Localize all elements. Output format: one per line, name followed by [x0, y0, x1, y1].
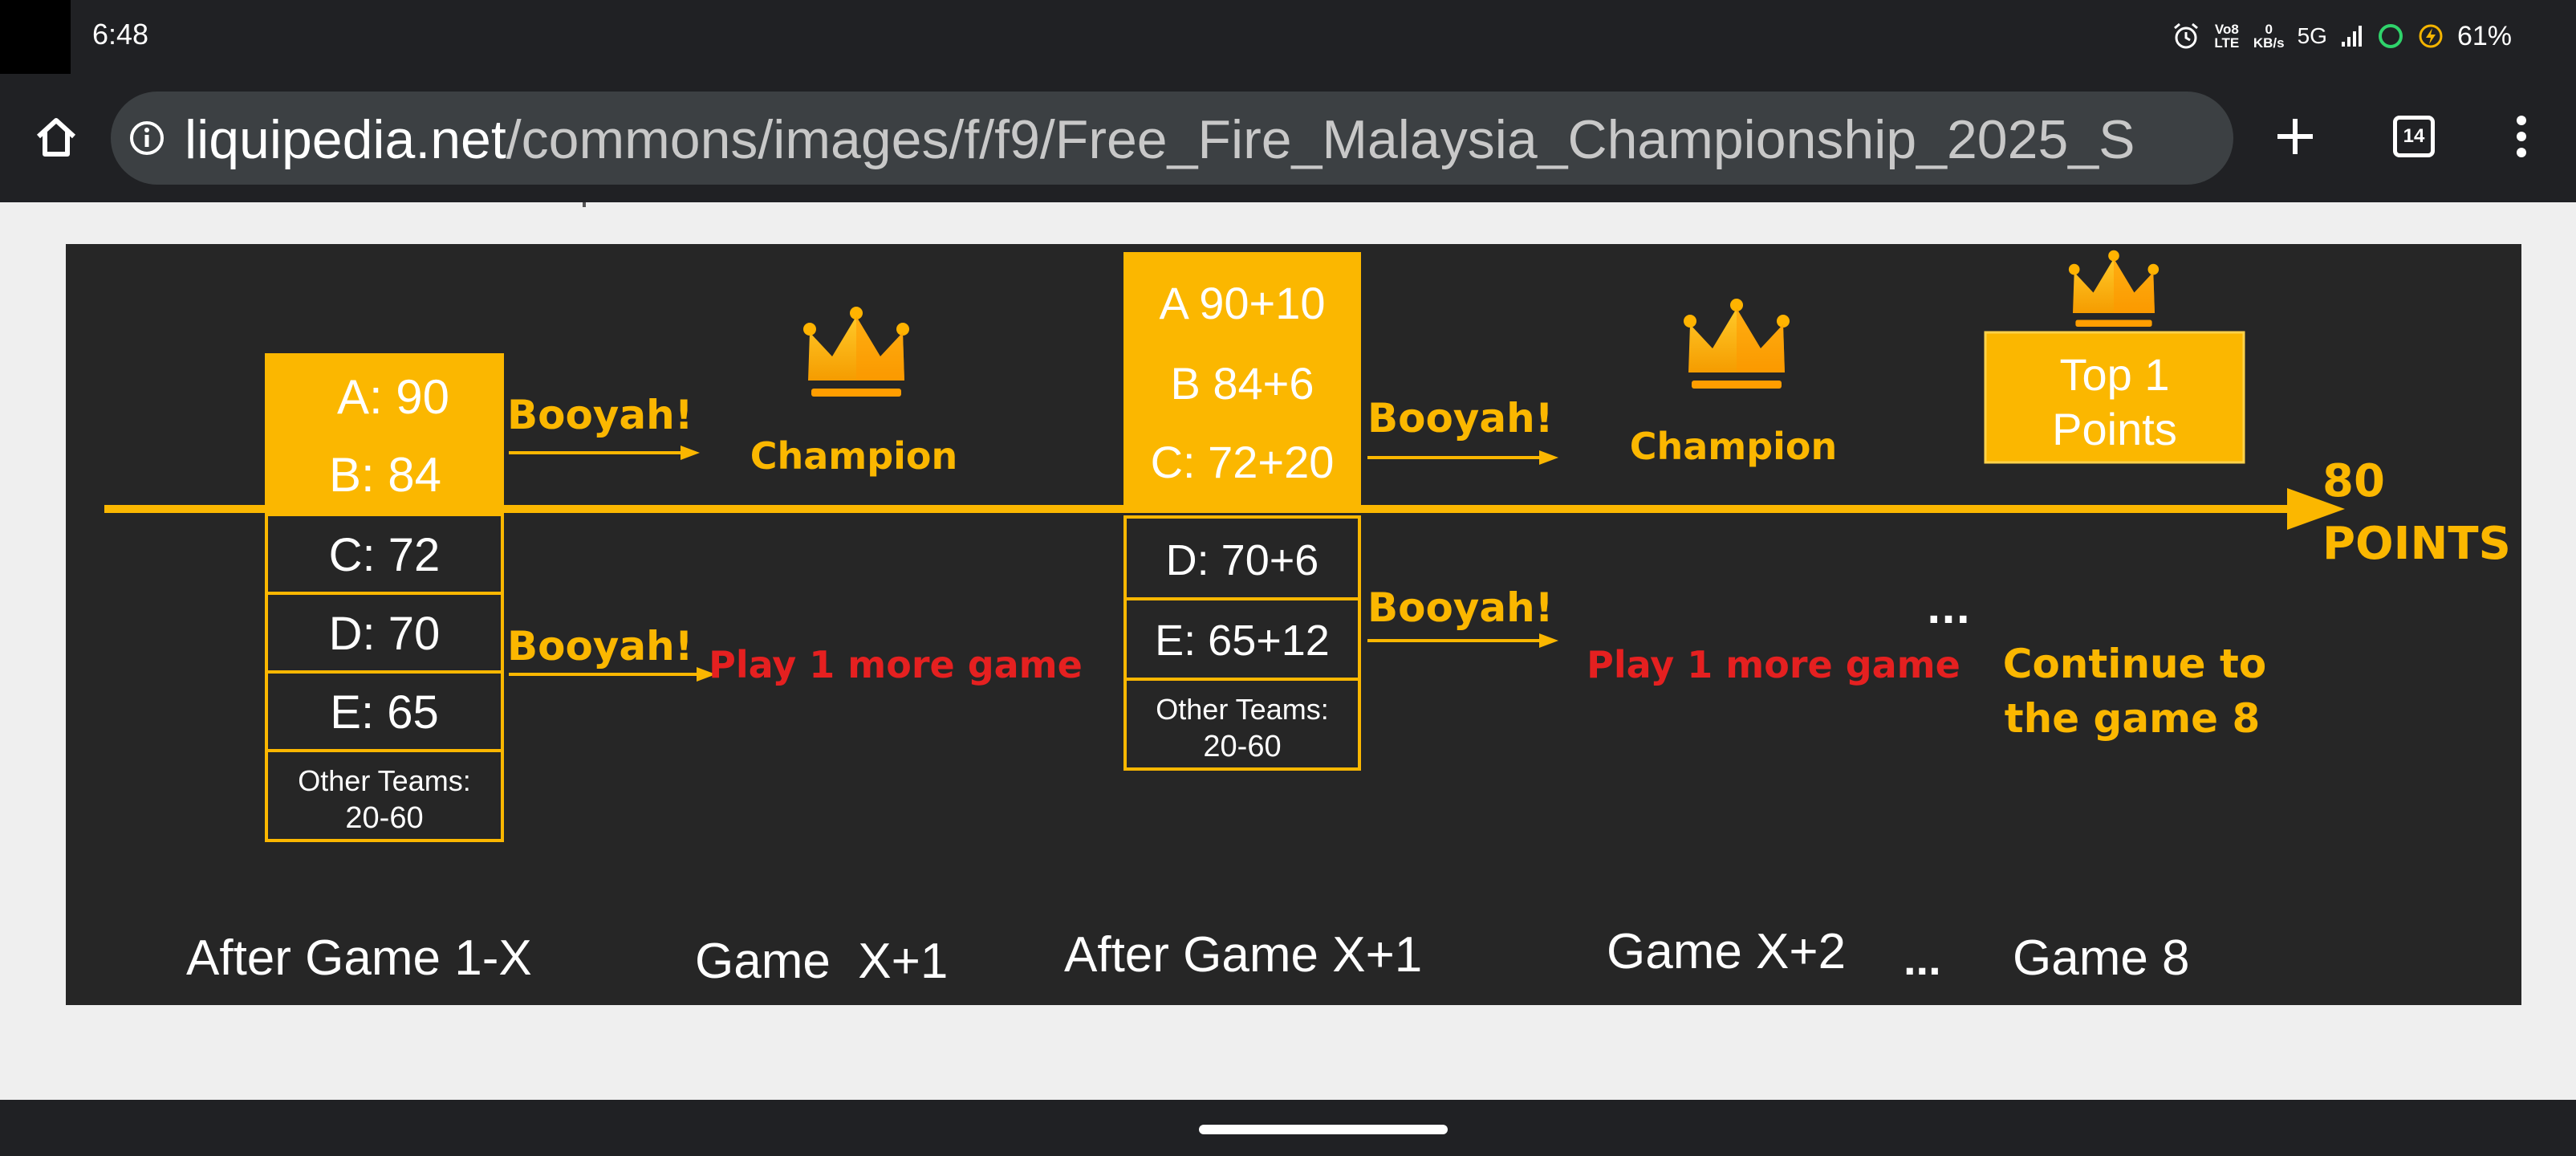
stage1-row-d: D: 70: [329, 608, 441, 660]
caption-game-x-plus-2: Game X+2: [1607, 924, 1846, 979]
caption-ellipsis: ...: [1904, 934, 1941, 984]
stage2-row-e: E: 65+12: [1155, 617, 1330, 665]
booyah-arrow-2: [509, 673, 701, 676]
stage2-row-b: B 84+6: [1170, 358, 1314, 409]
champion-label-2: Champion: [1630, 425, 1838, 468]
stage1-table: A: 90 B: 84 C: 72 D: 70 E: 65 Other Team…: [265, 353, 504, 842]
booyah-label-4: Booyah!: [1367, 584, 1554, 631]
new-tab-button[interactable]: [2263, 104, 2327, 169]
continue-line2: the game 8: [2005, 695, 2261, 742]
stage1-box-other: [265, 749, 504, 842]
champion-label-1: Champion: [750, 434, 958, 478]
info-icon[interactable]: [128, 120, 165, 157]
stage2-other-range: 20-60: [1203, 730, 1281, 763]
championship-format-image: A: 90 B: 84 C: 72 D: 70 E: 65 Other Team…: [66, 244, 2521, 1005]
booyah-arrow-4: [1367, 639, 1544, 642]
stage1-other-label: Other Teams:: [298, 764, 470, 797]
stage2-highlight-box: [1123, 252, 1361, 511]
net-speed-unit: KB/s: [2253, 35, 2285, 51]
net-speed: 0 KB/s: [2253, 22, 2285, 50]
url-domain: liquipedia.net: [185, 109, 506, 170]
booyah-arrow-1: [509, 451, 685, 454]
stage-captions: After Game 1-X Game X+1 After Game X+1 G…: [186, 924, 2190, 989]
stage2-row-c: C: 72+20: [1151, 437, 1335, 487]
network-type: 5G: [2297, 23, 2327, 48]
booyah-arrowhead-1: [681, 446, 700, 460]
top1-points-box: [1984, 331, 2245, 464]
tab-switcher-icon: 14: [2393, 116, 2435, 157]
address-bar[interactable]: liquipedia.net/commons/images/f/f9/Free_…: [111, 92, 2233, 185]
signal-icon: [2341, 26, 2362, 47]
stage2-table: A 90+10 B 84+6 C: 72+20 D: 70+6 E: 65+12…: [1123, 252, 1361, 771]
status-time: 6:48: [92, 18, 149, 51]
top1-line1: Top 1: [2060, 349, 2170, 400]
booyah-arrowhead-3: [1539, 450, 1558, 465]
booyah-arrowhead-4: [1539, 633, 1558, 648]
status-bar: 6:48 Vo8 LTE 0 KB/s 5G 61%: [0, 0, 2576, 74]
continue-line1: Continue to: [2003, 641, 2266, 687]
stage1-row-c: C: 72: [329, 529, 441, 581]
page-text-fragment: [583, 202, 586, 207]
caption-after-game-x-plus-1: After Game X+1: [1064, 927, 1422, 983]
home-button[interactable]: [24, 104, 88, 169]
url-path: /commons/images/f/f9/Free_Fire_Malaysia_…: [506, 109, 2135, 170]
stage1-other-range: 20-60: [345, 801, 423, 835]
ellipsis-mid: ...: [1927, 588, 1971, 633]
threshold-value: 80: [2322, 455, 2385, 507]
stage1-row-b: B: 84: [329, 448, 441, 502]
page-content: A: 90 B: 84 C: 72 D: 70 E: 65 Other Team…: [0, 202, 2576, 1100]
tab-count: 14: [2403, 125, 2425, 147]
stage2-row-d: D: 70+6: [1166, 536, 1319, 584]
booyah-arrowhead-2: [697, 667, 716, 682]
camera-cutout: [0, 0, 71, 74]
caption-after-game-1-x: After Game 1-X: [186, 930, 532, 986]
alarm-icon: [2173, 22, 2198, 49]
caption-game-x-plus-1: Game X+1: [695, 934, 948, 989]
stage1-row-a: A: 90: [337, 370, 449, 424]
booyah-arrow-3: [1367, 456, 1544, 459]
play-more-label-2: Play 1 more game: [1587, 643, 1960, 686]
timeline-arrowhead: [2287, 488, 2345, 530]
plus-icon: [2277, 119, 2313, 154]
threshold-unit: POINTS: [2322, 518, 2511, 570]
more-menu-button[interactable]: [2489, 104, 2554, 169]
volte-label: Vo8 LTE: [2214, 22, 2240, 51]
stage1-row-e: E: 65: [330, 686, 438, 739]
stage1-highlight-box: [265, 353, 504, 511]
navigation-bar: [0, 1100, 2576, 1156]
status-icons: Vo8 LTE 0 KB/s 5G 61%: [2172, 16, 2512, 56]
battery-saver-icon: [2419, 24, 2443, 48]
browser-toolbar: liquipedia.net/commons/images/f/f9/Free_…: [0, 74, 2576, 202]
booyah-label-2: Booyah!: [507, 623, 693, 670]
home-gesture-handle[interactable]: [1199, 1125, 1448, 1134]
more-vert-icon: [2517, 116, 2526, 157]
battery-percent: 61%: [2456, 20, 2512, 51]
booyah-label-1: Booyah!: [507, 392, 693, 438]
caption-game-8: Game 8: [2013, 930, 2190, 986]
stage2-row-a: A 90+10: [1159, 278, 1325, 328]
tab-switcher-button[interactable]: 14: [2382, 104, 2446, 169]
play-more-label-1: Play 1 more game: [709, 643, 1083, 686]
stage2-box-other: [1123, 678, 1361, 771]
booyah-label-3: Booyah!: [1367, 395, 1554, 442]
home-icon: [36, 118, 76, 157]
net-speed-value: 0: [2265, 22, 2273, 37]
data-saver-icon: [2378, 24, 2403, 48]
url-text[interactable]: liquipedia.net/commons/images/f/f9/Free_…: [185, 112, 2135, 168]
stage2-other-label: Other Teams:: [1156, 693, 1328, 726]
top1-line2: Points: [2052, 404, 2177, 454]
